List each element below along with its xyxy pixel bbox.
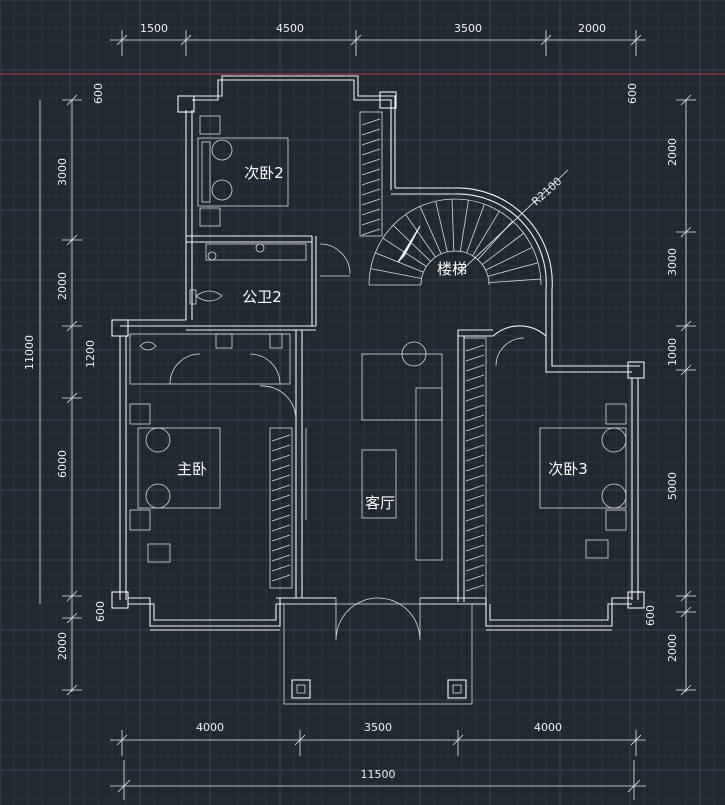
dim-right-5: 600 <box>644 605 657 626</box>
dim-top-1: 1500 <box>140 22 168 35</box>
radius-leader <box>459 169 569 273</box>
dim-right-3: 1000 <box>666 338 679 366</box>
stair-radius-label: R2100 <box>529 175 564 209</box>
dim-left-6: 2000 <box>56 632 69 660</box>
dim-right-4: 5000 <box>666 472 679 500</box>
dim-bottom-1: 4000 <box>196 721 224 734</box>
dim-right-1: 2000 <box>666 138 679 166</box>
room-label-stairs: 楼梯 <box>437 260 467 278</box>
dim-top-2: 4500 <box>276 22 304 35</box>
dim-left-3: 1200 <box>84 340 97 368</box>
room-label-living: 客厅 <box>365 494 395 512</box>
dimensions: 1500 4500 3500 2000 600 600 11000 3000 2… <box>23 22 696 800</box>
dim-top-4: 2000 <box>578 22 606 35</box>
dim-right-6: 2000 <box>666 634 679 662</box>
room-label-bedroom3: 次卧3 <box>548 460 588 478</box>
dim-bottom-3: 4000 <box>534 721 562 734</box>
dim-top-small-right: 600 <box>626 83 639 104</box>
dim-left-4: 6000 <box>56 450 69 478</box>
room-label-master: 主卧 <box>177 460 207 478</box>
dim-top-3: 3500 <box>454 22 482 35</box>
room-label-bathroom2: 公卫2 <box>242 288 282 306</box>
dim-right-2: 3000 <box>666 248 679 276</box>
room-label-bedroom2: 次卧2 <box>244 164 284 182</box>
fixtures <box>129 111 627 705</box>
dim-left-1: 3000 <box>56 158 69 186</box>
dim-bottom-2: 3500 <box>364 721 392 734</box>
dim-left-5: 600 <box>94 601 107 622</box>
dim-bottom-total: 11500 <box>361 768 396 781</box>
dim-left-total: 11000 <box>23 335 36 370</box>
dim-top-small-left: 600 <box>92 83 105 104</box>
dim-left-2: 2000 <box>56 272 69 300</box>
